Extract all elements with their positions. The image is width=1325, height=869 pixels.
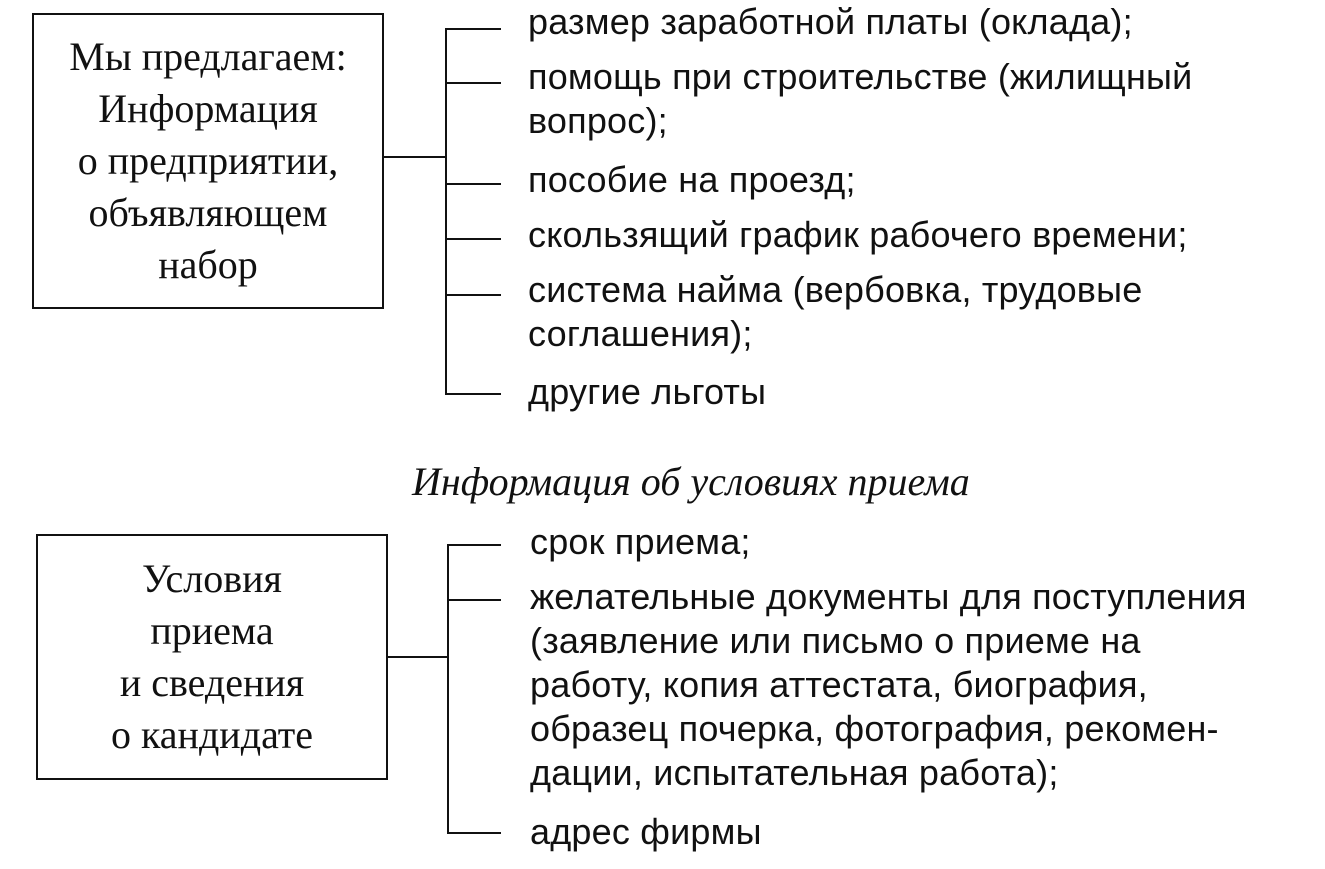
offer-tick: [445, 183, 501, 185]
offer-item-benefits: другие льготы: [528, 371, 767, 412]
conditions-box-text: Условия приема и сведения о кандидате: [110, 556, 314, 757]
offer-bracket-vertical: [445, 28, 447, 395]
offer-item-hiring: система найма (вербовка, трудовые соглаш…: [528, 269, 1143, 354]
offer-tick: [445, 28, 501, 30]
offer-tick: [445, 393, 501, 395]
conditions-item-documents: желательные документы для поступления (з…: [530, 576, 1247, 793]
offer-tick: [445, 82, 501, 84]
conditions-tick: [447, 599, 501, 601]
conditions-item-term: срок приема;: [530, 521, 751, 562]
conditions-item-address: адрес фирмы: [530, 811, 762, 852]
offer-item-salary: размер заработной платы (оклада);: [528, 1, 1133, 42]
offer-tick: [445, 238, 501, 240]
conditions-connector: [388, 656, 448, 658]
offer-box-text: Мы предлагаем: Информация о предприятии,…: [69, 34, 347, 287]
offer-connector: [384, 156, 446, 158]
offer-item-travel: пособие на проезд;: [528, 159, 856, 200]
conditions-box: Условия приема и сведения о кандидате: [36, 534, 388, 780]
conditions-bracket-vertical: [447, 544, 449, 834]
offer-tick: [445, 294, 501, 296]
offer-box: Мы предлагаем: Информация о предприятии,…: [32, 13, 384, 309]
offer-item-schedule: скользящий график рабочего времени;: [528, 214, 1188, 255]
offer-item-housing: помощь при строительстве (жилищный вопро…: [528, 56, 1193, 141]
conditions-tick: [447, 544, 501, 546]
conditions-tick: [447, 832, 501, 834]
conditions-caption: Информация об условиях приема: [412, 459, 970, 504]
